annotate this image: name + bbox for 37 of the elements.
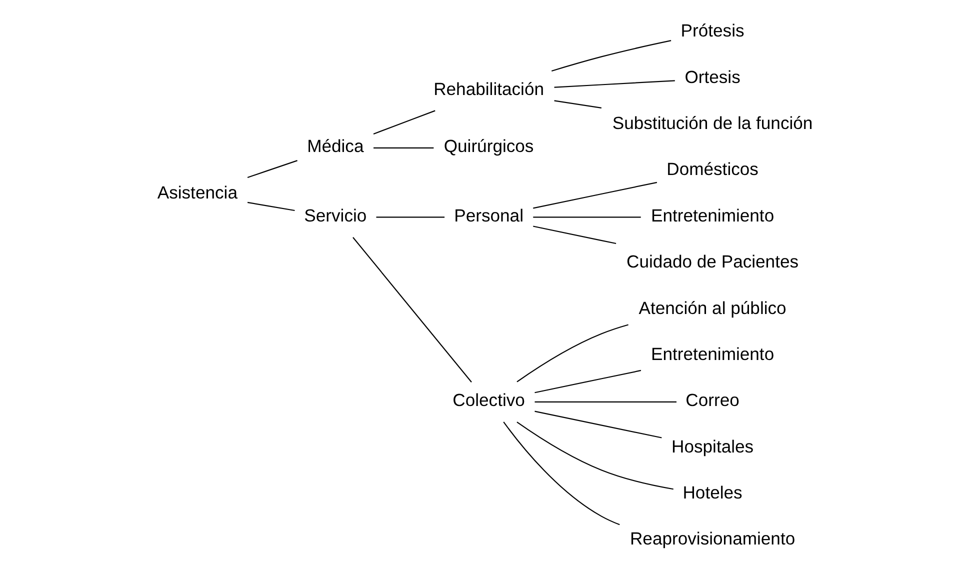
connector [246,202,294,212]
node-text: Médica [306,136,364,156]
connector [554,80,674,88]
connector [550,40,671,72]
connector [372,110,435,134]
connector [373,147,434,149]
connector [516,324,628,382]
node-text: Atención al público [638,298,786,318]
node-text: Rehabilitación [433,78,544,99]
node-text: Ortesis [684,66,740,87]
node-text: Substitución de la función [612,113,812,134]
node-text: Correo [685,390,739,410]
connector [532,216,640,218]
node-text: Colectivo [452,390,524,410]
node-text: Entretenimiento [650,344,774,364]
connector [246,160,297,178]
connector [502,422,620,526]
node-text: Quirúrgicos [443,136,534,156]
node-text: Servicio [304,205,366,226]
node-text: Prótesis [680,20,744,41]
node-text: Personal [454,205,523,226]
connector [554,100,601,108]
node-text: Reaprovisionamiento [629,528,795,549]
connector [532,226,616,244]
connector [534,401,676,402]
connector [376,216,444,218]
node-text: Hospitales [671,436,754,456]
connector [534,410,662,438]
node-text: Asistencia [156,182,237,202]
connector [532,182,657,209]
node-text: Cuidado de Pacientes [626,252,798,272]
node-text: Hoteles [682,482,742,502]
connector [516,422,673,490]
node-text: Entretenimiento [650,205,774,226]
node-text: Domésticos [666,159,758,180]
connector [352,237,472,382]
connector [534,370,641,394]
